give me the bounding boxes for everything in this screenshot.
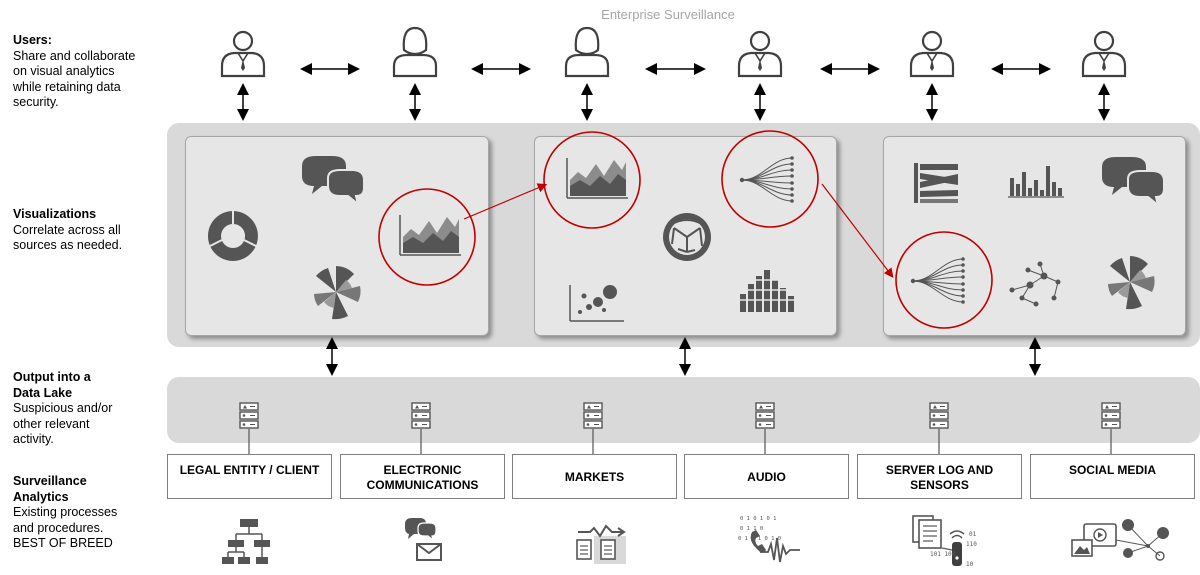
- visualizations-label: Visualizations Correlate across all sour…: [13, 207, 143, 254]
- output-label: Output into a Data Lake Suspicious and/o…: [13, 370, 113, 448]
- analytics-heading: Surveillance Analytics: [13, 474, 87, 504]
- users-label: Users: Share and collaborate on visual a…: [13, 33, 143, 111]
- source-box-electronic-communications: ELECTRONIC COMMUNICATIONS: [340, 454, 505, 499]
- source-label-server-log: SERVER LOG AND SENSORS: [885, 463, 994, 492]
- diagram-title: Enterprise Surveillance: [601, 7, 735, 22]
- pie-burst-icon: [314, 266, 361, 320]
- source-label-audio: AUDIO: [747, 470, 786, 484]
- user-icon-4: [737, 30, 783, 78]
- donut-chart-icon: [207, 211, 258, 261]
- audio-bits-1: 0 1 0 1 0 1: [740, 516, 776, 522]
- pie-burst-icon-2: [1108, 256, 1155, 310]
- fan-tree-icon-2: [910, 256, 966, 305]
- output-heading: Output into a Data Lake: [13, 370, 91, 400]
- source-label-markets: MARKETS: [564, 470, 625, 484]
- user-icon-1: [220, 30, 266, 78]
- area-chart-icon-2: [566, 157, 629, 199]
- market-documents-icon: [576, 524, 626, 564]
- sankey-icon: [914, 163, 958, 203]
- audio-bits-3: 0 1 1 1 0 1 0: [738, 536, 781, 542]
- visualizations-description: Correlate across all sources as needed.: [13, 222, 123, 253]
- highlight-circle-fan-1: [721, 130, 819, 228]
- user-icon-3: [564, 26, 610, 78]
- source-label-legal-entity: LEGAL ENTITY / CLIENT: [179, 463, 320, 477]
- server-icon-2: [411, 402, 431, 429]
- histogram-icon: [1008, 166, 1064, 198]
- correlation-arrows: [463, 183, 894, 278]
- area-chart-icon-1: [399, 214, 462, 256]
- server-icon-6: [1101, 402, 1121, 429]
- network-graph-icon: [1009, 261, 1061, 307]
- social-media-icon: [1071, 519, 1169, 561]
- users-description: Share and collaborate on visual analytic…: [13, 48, 136, 110]
- server-connector-lines: [248, 429, 1112, 454]
- phone-waveform-icon: 0 1 0 1 0 1 0 1 1 0 0 1 1 1 0 1 0: [738, 516, 800, 563]
- user-icon-5: [909, 30, 955, 78]
- highlight-circle-fan-2: [895, 231, 993, 329]
- fan-tree-icon-1: [739, 155, 795, 204]
- data-lake-arrows: [326, 337, 1041, 376]
- server-icon-3: [583, 402, 603, 429]
- highlight-circle-area-2: [543, 131, 641, 229]
- sensor-bits-1: 01: [969, 531, 977, 538]
- source-box-audio: AUDIO: [684, 454, 849, 499]
- stacked-bar-icon: [738, 270, 796, 312]
- source-label-social-media: SOCIAL MEDIA: [1068, 463, 1157, 477]
- source-box-markets: MARKETS: [512, 454, 677, 499]
- sensor-bits-2: 110: [966, 541, 977, 548]
- server-icon-1: [239, 402, 259, 429]
- source-box-legal-entity: LEGAL ENTITY / CLIENT: [167, 454, 332, 499]
- circular-tree-icon: [663, 213, 711, 261]
- source-box-server-log: SERVER LOG AND SENSORS: [857, 454, 1022, 499]
- user-visualization-arrows: [237, 83, 1110, 121]
- source-box-social-media: SOCIAL MEDIA: [1030, 454, 1195, 499]
- chat-bubbles-icon-2: [1101, 156, 1165, 206]
- server-icon-4: [755, 402, 775, 429]
- server-sensor-icon: 01 110 101 100 10: [912, 515, 977, 568]
- audio-bits-2: 0 1 1 0: [740, 526, 763, 532]
- server-icon-5: [929, 402, 949, 429]
- visualizations-heading: Visualizations: [13, 207, 97, 221]
- users-heading: Users:: [13, 33, 52, 47]
- chat-mail-icon: [405, 518, 442, 561]
- data-lake-band: [167, 377, 1200, 443]
- chat-bubbles-icon: [301, 155, 365, 205]
- sensor-bits-3: 101 100: [930, 551, 956, 558]
- scatter-plot-icon: [569, 285, 624, 322]
- highlight-circle-area-1: [378, 188, 476, 286]
- sensor-bits-4: 10: [966, 561, 974, 568]
- output-description: Suspicious and/or other relevant activit…: [13, 401, 113, 446]
- org-chart-icon: [222, 519, 270, 564]
- analytics-label: Surveillance Analytics Existing processe…: [13, 474, 123, 552]
- user-icon-6: [1081, 30, 1127, 78]
- source-label-electronic-communications: ELECTRONIC COMMUNICATIONS: [366, 463, 479, 492]
- user-icon-2: [392, 26, 438, 78]
- analytics-description: Existing processes and procedures. BEST …: [13, 505, 118, 550]
